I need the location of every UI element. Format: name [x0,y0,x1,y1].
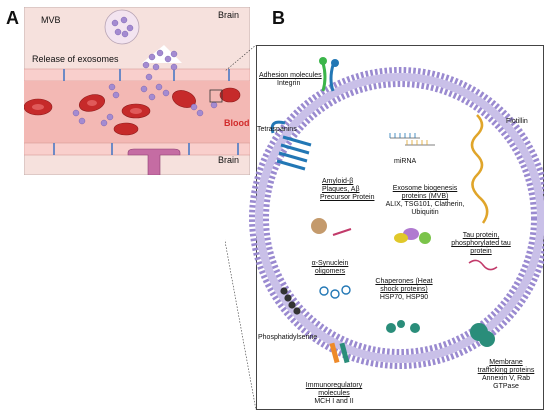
membrane-line-2: trafficking proteins [477,367,535,374]
amyloid-line-2: Plaques, Aβ [322,186,360,193]
zoom-line-top [225,45,257,72]
release-of-exosomes-label: Release of exosomes [32,54,119,64]
biogenesis-line-2: proteins (MVB) [401,193,449,200]
astrocyte-endfoot [127,148,181,175]
immuno-line-1: Immunoregulatory [305,382,363,389]
synuclein-line-2: oligomers [314,268,346,275]
tetraspanins-label: Tetraspanins [257,126,297,133]
zoom-line-bottom [225,239,257,410]
mvb-body [104,9,140,45]
brain-bottom-label: Brain [218,155,240,165]
immuno-line-2: molecules [318,390,350,397]
synuclein-shapes [319,285,351,299]
flotillin-shape [470,114,489,224]
tau-line-1: Tau protein, [462,232,500,239]
flotillin-label: Flotillin [506,118,528,125]
phosphatidylserine-shapes [280,287,301,315]
exosomes [72,49,218,127]
inner-lipid-heads [263,81,537,355]
lipid-tails [255,73,544,363]
membrane-sub-1: Annexin V, Rab [482,375,530,382]
panel-a-letter: A [6,8,19,28]
tau-line-3: protein [470,248,492,255]
integrin-shape [319,57,339,92]
app-fragment [332,228,352,236]
mirna-label: miRNA [394,158,417,165]
trafficking-shapes [470,323,495,347]
biogenesis-protein-shapes [394,228,431,244]
immuno-sub: MCH I and II [314,398,354,405]
tetraspanin-shape [270,120,312,171]
tight-junctions [53,69,239,155]
outer-lipid-heads [249,67,544,369]
biogenesis-sub-1: ALIX, TSG101, Clatherin, [385,201,465,208]
tau-shape [468,259,498,271]
chaperone-shapes [386,320,420,333]
amyloid-line-1: Amyloid-β [322,178,354,185]
red-blood-cell-highlights [32,100,142,114]
panel-b-letter: B [272,8,285,28]
brain-top-label: Brain [218,10,240,20]
zoom-region-box [209,89,223,103]
amyloid-line-3: Precursor Protein [320,194,375,201]
chaperones-line-1: Chaperones (Heat [375,278,433,285]
amyloid-plaque [311,218,327,234]
membrane-sub-2: GTPase [493,383,519,390]
blood-label: Blood [224,118,250,128]
mvb-label: MVB [41,15,61,25]
biogenesis-sub-2: Ubiquitin [411,209,439,216]
chaperones-line-2: shock proteins) [380,286,428,293]
endothelium-top [24,68,250,82]
synuclein-line-1: α-Synuclein [311,260,349,267]
adhesion-title: Adhesion molecules [259,72,322,79]
adhesion-sub: Integrin [277,80,301,87]
panel-b-illustration [225,45,544,410]
chaperones-sub: HSP70, HSP90 [379,294,429,301]
mirna-shape [389,133,435,146]
tau-line-2: phosphorylated tau [451,240,511,247]
panel-a-illustration [24,7,250,175]
mvb-vesicles [111,16,134,38]
membrane-line-1: Membrane [489,359,523,366]
phosphatidylserine-label: Phosphatidylserine [258,334,318,341]
immuno-shapes [329,342,350,364]
biogenesis-line-1: Exosome biogenesis [392,185,458,192]
